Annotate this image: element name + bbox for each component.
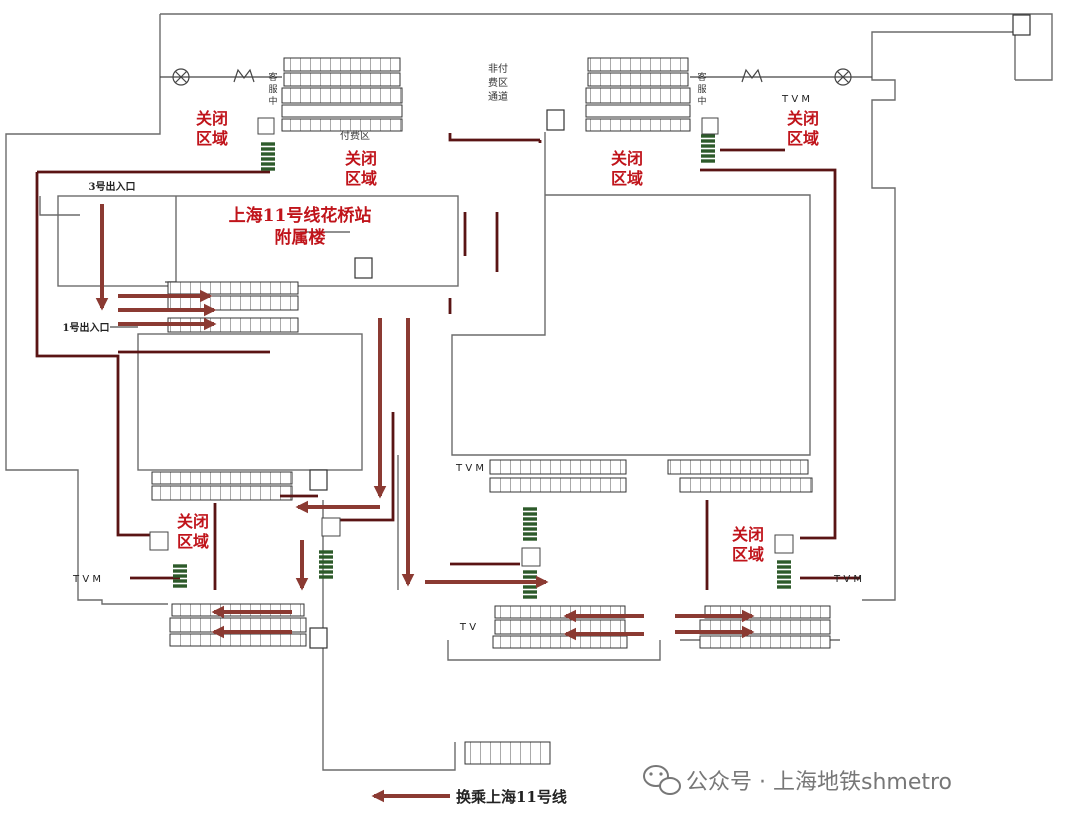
- service-center-right-3: 中: [697, 95, 706, 107]
- wechat-icon: [643, 765, 681, 795]
- closed-area-2-line1: 关闭: [345, 149, 377, 168]
- station-label-line2: 附属楼: [275, 227, 326, 248]
- closed-area-1-line1: 关闭: [196, 109, 228, 128]
- nonpaid-corridor-line2: 费区: [488, 76, 508, 89]
- tvm-mid-center: T V M: [455, 463, 484, 474]
- exit-3-label: 3号出入口: [89, 180, 136, 193]
- closed-area-2-line2: 区域: [345, 169, 377, 188]
- route-lines: [35, 133, 860, 590]
- closed-area-5-line2: 区域: [177, 532, 209, 551]
- closed-area-4-line1: 关闭: [787, 109, 819, 128]
- exit-1-label: 1号出入口: [63, 321, 110, 334]
- closed-area-6-line2: 区域: [732, 545, 764, 564]
- watermark: 公众号 · 上海地铁shmetro: [643, 765, 952, 795]
- paid-area-label: 付费区: [340, 129, 370, 142]
- closed-area-6-line1: 关闭: [732, 525, 764, 544]
- tvm-top-right: T V M: [781, 94, 810, 105]
- closed-area-3-line2: 区域: [611, 169, 643, 188]
- service-center-left-1: 客: [268, 71, 277, 83]
- flow-arrows: [95, 204, 755, 803]
- closed-area-1-line2: 区域: [196, 129, 228, 148]
- tvm-bottom-right: T V M: [833, 574, 862, 585]
- station-label-line1: 上海11号线花桥站: [229, 205, 372, 226]
- nonpaid-corridor-line1: 非付: [488, 62, 508, 75]
- tv-bottom-center: T V: [459, 622, 476, 633]
- service-center-left-2: 服: [268, 84, 277, 95]
- walls: [5, 13, 1053, 771]
- pipe-symbols: [160, 68, 872, 86]
- gate-stacks: [173, 134, 791, 599]
- escalators: [151, 57, 831, 765]
- service-center-left-3: 中: [268, 95, 277, 107]
- closed-area-3-line1: 关闭: [611, 149, 643, 168]
- service-center-right-2: 服: [697, 84, 706, 95]
- tvm-bottom-left: T V M: [72, 574, 101, 585]
- lift-icons: [309, 14, 1031, 649]
- service-center-right-1: 客: [697, 71, 706, 83]
- nonpaid-corridor-line3: 通道: [488, 90, 508, 103]
- transfer-label: 换乘上海11号线: [456, 788, 567, 806]
- closed-area-5-line1: 关闭: [177, 512, 209, 531]
- closed-area-4-line2: 区域: [787, 129, 819, 148]
- labels: 上海11号线花桥站 附属楼 关闭 区域 关闭 区域 关闭 区域 关闭 区域 关闭…: [63, 62, 862, 806]
- service-booths: [149, 117, 794, 567]
- watermark-text: 公众号 · 上海地铁shmetro: [686, 770, 952, 795]
